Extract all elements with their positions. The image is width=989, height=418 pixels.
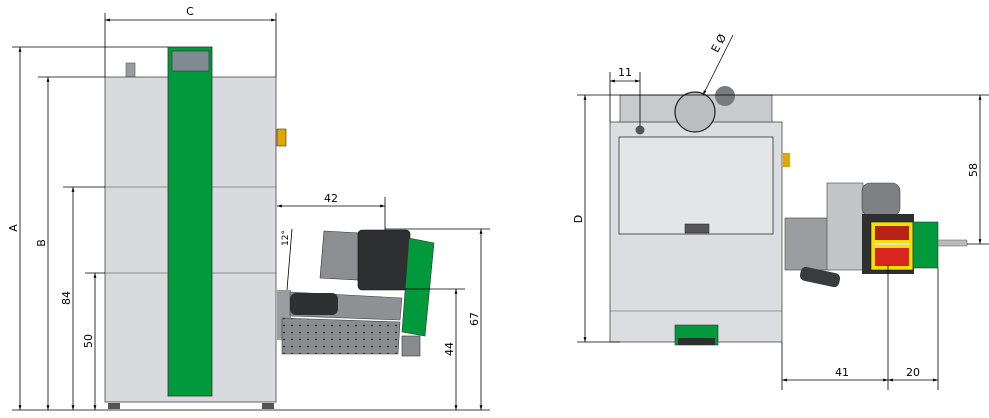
dim-58-label: 58 [967,163,980,177]
gearbox [826,182,864,271]
dim-e-diameter-label: E Ø [709,32,730,55]
dim-c-label: C [186,5,194,18]
dim-11-label: 11 [618,66,632,79]
motor [290,293,338,315]
side-fitting [783,153,790,167]
door [618,136,774,235]
front-view: 11 E Ø D 58 41 20 [572,32,989,390]
dim-angle-label: 12° [281,230,291,246]
flue-outlet [674,91,716,133]
burner-bracket [401,335,421,357]
motor [861,182,901,217]
green-hopper-strip [167,46,213,397]
perforated-housing [281,317,401,355]
dim-d-label: D [572,215,585,223]
dim-67-label: 67 [468,312,481,326]
red-panel-top [875,226,909,240]
gearbox [319,230,361,281]
port [635,125,645,135]
flue-pipe [125,62,136,78]
dim-41-label: 41 [835,366,849,379]
burner-mount [784,217,831,271]
side-fitting [276,128,287,147]
burner-front [784,182,968,288]
burner-green-cover [912,221,939,269]
feed-motor [799,266,841,288]
dim-a-label: A [7,224,20,232]
dim-50-label: 50 [82,334,95,348]
dim-84-label: 84 [60,291,73,305]
panel-separator [875,243,909,245]
dim-42-label: 42 [324,192,338,205]
side-view: C A B 84 50 42 12° 67 44 [7,5,490,411]
shaft [937,239,968,247]
control-display [171,50,210,72]
dim-e-diameter-leader [702,34,734,96]
fan [715,86,735,106]
fan-motor [357,229,411,291]
door-handle [684,223,710,234]
dim-20-label: 20 [906,366,920,379]
ash-drawer-handle [678,338,715,345]
foot-left [108,403,120,409]
red-panel-bottom [875,248,909,266]
angle-leader-line [286,228,293,291]
dim-b-label: B [35,239,48,247]
burner-side [277,229,435,357]
dim-44-label: 44 [443,342,456,356]
foot-right [262,403,274,409]
burner-green-cover [401,237,435,337]
